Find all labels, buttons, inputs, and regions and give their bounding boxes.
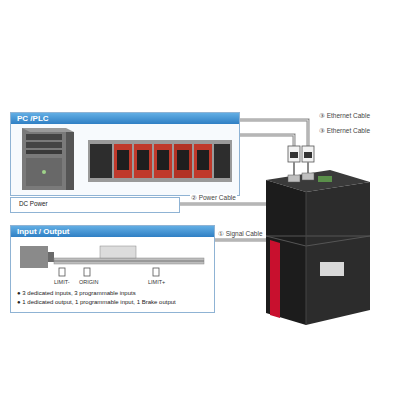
plc-rack [114, 144, 132, 178]
plc-rack [90, 144, 112, 178]
pc-tower [26, 134, 62, 140]
linear-stage [153, 268, 159, 276]
cable-label: ③ Ethernet Cable [318, 127, 371, 135]
rj45-plug [290, 152, 298, 158]
pc-tower [26, 158, 62, 186]
signal-name: ORIGIN [78, 279, 100, 286]
signal-name: LIMIT+ [147, 279, 166, 286]
rj45-plug [304, 152, 312, 158]
cable [240, 120, 308, 146]
plc-rack [134, 144, 152, 178]
linear-stage [54, 261, 204, 262]
panel-heading: PC /PLC [11, 113, 239, 124]
servo-motor [266, 236, 370, 246]
plc-rack [194, 144, 212, 178]
pc-tower [66, 132, 74, 190]
servo-motor [302, 173, 314, 180]
linear-stage [20, 246, 48, 268]
cable [240, 135, 294, 146]
rj45-plug [288, 146, 314, 176]
plc-rack [214, 144, 230, 178]
linear-stage [54, 258, 204, 264]
box-ground [10, 112, 240, 313]
linear-stage [20, 246, 204, 276]
cable-label: ③ Ethernet Cable [318, 112, 371, 120]
plc-rack [154, 144, 172, 178]
plc-rack [88, 140, 232, 182]
rj45-plug [288, 146, 300, 162]
cable [240, 120, 308, 146]
panel-box: Input / Output ● 3 dedicated inputs, 3 pr… [10, 225, 215, 313]
signal-name: LIMIT- [53, 279, 71, 286]
linear-stage [100, 246, 136, 258]
feature-note: ● 1 dedicated output, 1 programmable inp… [17, 298, 176, 306]
box-ground [10, 225, 215, 313]
rj45-plug [293, 162, 295, 176]
servo-motor [318, 176, 332, 182]
panel-heading: Input / Output [11, 226, 214, 237]
box-ground [10, 112, 240, 196]
pc-tower [26, 142, 62, 148]
cable [240, 135, 294, 146]
cable [215, 240, 266, 241]
plc-rack [177, 150, 189, 170]
servo-motor [306, 192, 307, 325]
linear-stage [48, 252, 54, 262]
cable [180, 203, 266, 206]
box-ground [10, 197, 180, 211]
cable [180, 204, 266, 205]
feature-note: ● 3 dedicated inputs, 3 programmable inp… [17, 289, 136, 297]
servo-motor [320, 262, 344, 276]
servo-motor [288, 175, 300, 182]
pc-tower [42, 170, 46, 174]
panel-box: PC /PLC [10, 112, 240, 196]
servo-motor [266, 170, 370, 325]
plc-rack [88, 140, 232, 182]
source-box: DC Power [10, 197, 180, 213]
plc-rack [174, 144, 192, 178]
plc-rack [157, 150, 169, 170]
servo-motor [306, 182, 370, 325]
plc-rack [197, 150, 209, 170]
plc-rack [117, 150, 129, 170]
cable-label: ② Power Cable [190, 194, 237, 202]
cable [215, 239, 266, 242]
cable-label: ① Signal Cable [217, 230, 264, 238]
rj45-plug [307, 162, 309, 174]
servo-motor [270, 240, 280, 318]
linear-stage [59, 268, 65, 276]
pc-tower [22, 128, 66, 190]
pc-tower [22, 128, 74, 132]
linear-stage [84, 268, 90, 276]
box-label: DC Power [11, 198, 179, 210]
servo-motor [266, 180, 306, 325]
plc-rack [137, 150, 149, 170]
rj45-plug [302, 146, 314, 162]
pc-tower [22, 128, 74, 190]
pc-tower [26, 150, 62, 154]
